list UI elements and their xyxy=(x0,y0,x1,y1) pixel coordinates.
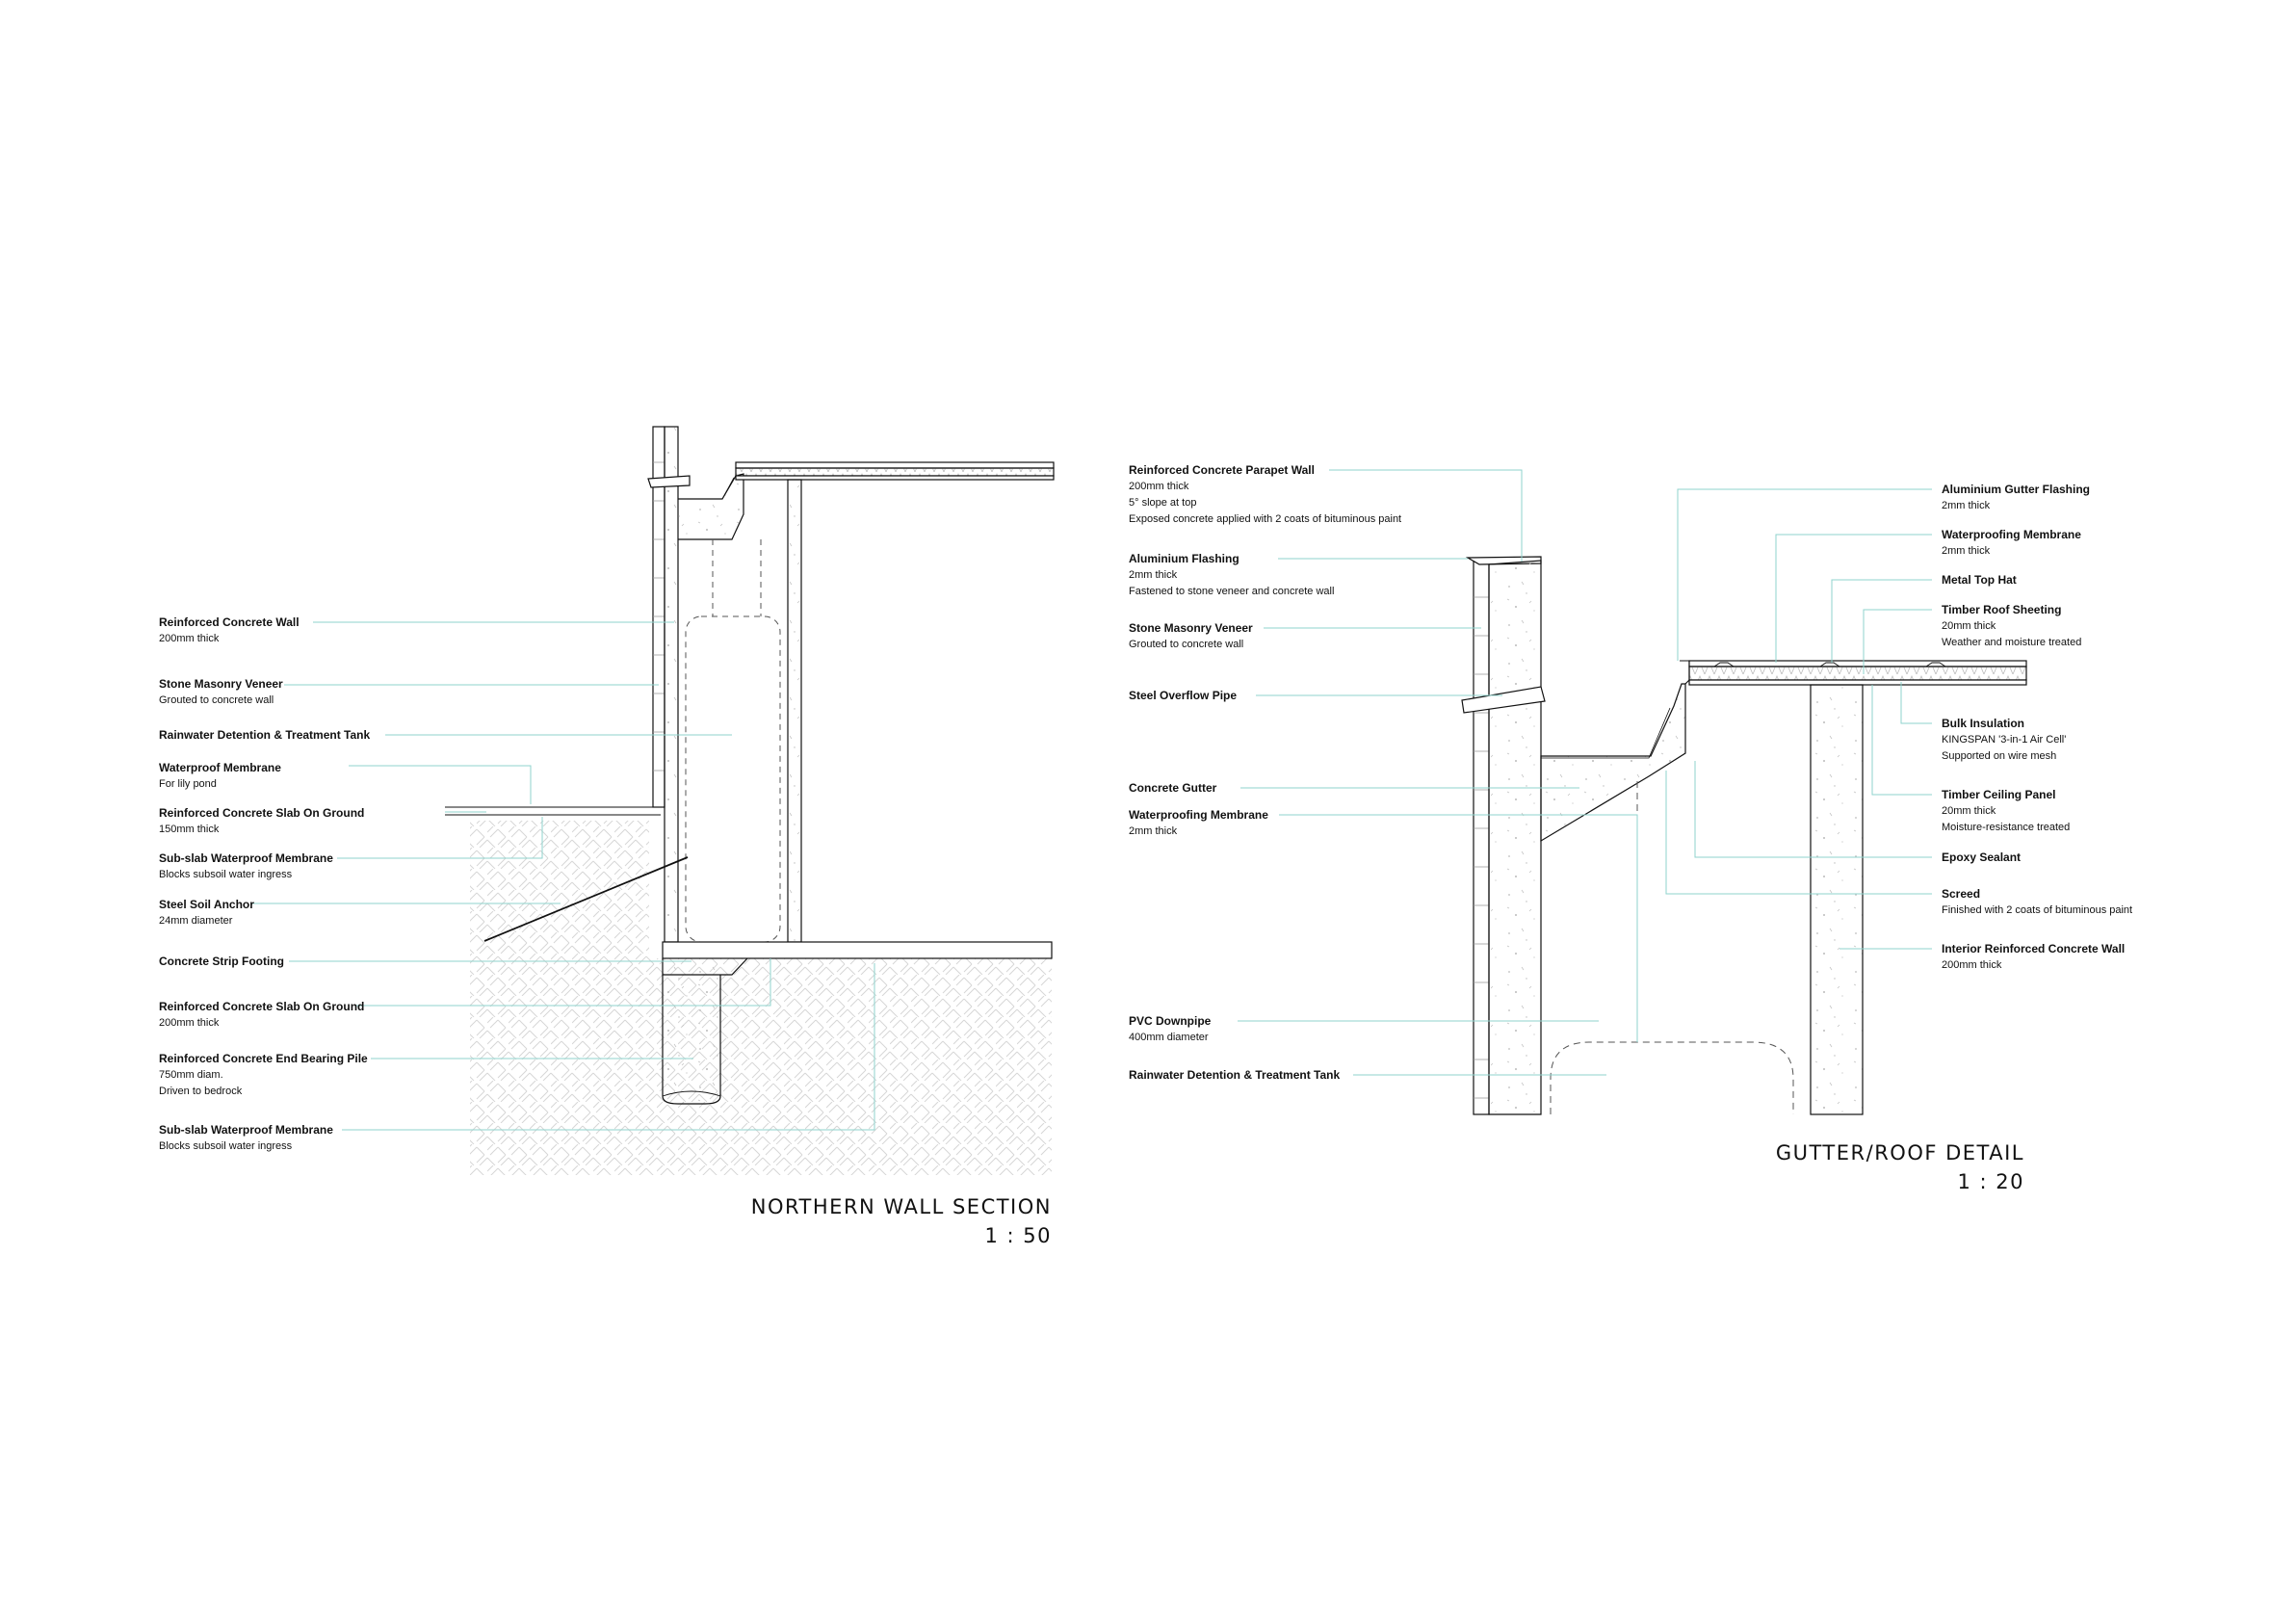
label-rainwater-tank: Rainwater Detention & Treatment Tank xyxy=(159,728,371,742)
label-reinforced-concrete-wall: Reinforced Concrete Wall 200mm thick xyxy=(159,615,300,644)
label-interior-concrete-wall: Interior Reinforced Concrete Wall 200mm … xyxy=(1942,942,2126,971)
label-gutter-rainwater-tank: Rainwater Detention & Treatment Tank xyxy=(1129,1068,1341,1082)
leader-lines xyxy=(250,469,1932,1131)
label-timber-ceiling-panel: Timber Ceiling Panel 20mm thick Moisture… xyxy=(1942,788,2071,833)
gutter-detail-title-block: GUTTER/ROOF DETAIL 1 : 20 xyxy=(1637,1138,2024,1196)
soil-hatch-left xyxy=(470,821,649,1175)
label-steel-overflow-pipe: Steel Overflow Pipe xyxy=(1129,689,1238,702)
label-steel-soil-anchor: Steel Soil Anchor 24mm diameter xyxy=(159,898,254,927)
label-sub-slab-membrane-1: Sub-slab Waterproof Membrane Blocks subs… xyxy=(159,851,333,880)
label-gutter-stone-veneer: Stone Masonry Veneer Grouted to concrete… xyxy=(1129,621,1253,650)
label-gutter-waterproofing-membrane: Waterproofing Membrane 2mm thick xyxy=(1129,808,1268,837)
label-bulk-insulation: Bulk Insulation KINGSPAN '3-in-1 Air Cel… xyxy=(1942,717,2067,762)
label-parapet-wall: Reinforced Concrete Parapet Wall 200mm t… xyxy=(1129,463,1402,525)
north-section-scale: 1 : 50 xyxy=(984,1224,1052,1247)
label-gutter-flashing: Aluminium Gutter Flashing 2mm thick xyxy=(1942,483,2091,511)
label-sub-slab-membrane-2: Sub-slab Waterproof Membrane Blocks subs… xyxy=(159,1123,333,1152)
gutter-detail-title: GUTTER/ROOF DETAIL xyxy=(1775,1141,2024,1164)
label-pvc-downpipe: PVC Downpipe 400mm diameter xyxy=(1129,1014,1212,1043)
gutter-detail-drawing xyxy=(1461,556,2027,1115)
label-epoxy-sealant: Epoxy Sealant xyxy=(1942,850,2022,864)
label-timber-roof-sheeting: Timber Roof Sheeting 20mm thick Weather … xyxy=(1942,603,2082,648)
label-end-bearing-pile: Reinforced Concrete End Bearing Pile 750… xyxy=(159,1052,368,1097)
north-section-title-block: NORTHERN WALL SECTION 1 : 50 xyxy=(674,1192,1052,1250)
label-slab-on-ground-200: Reinforced Concrete Slab On Ground 200mm… xyxy=(159,1000,365,1029)
label-screed: Screed Finished with 2 coats of bitumino… xyxy=(1942,887,2133,916)
label-metal-top-hat: Metal Top Hat xyxy=(1942,573,2017,587)
label-stone-masonry-veneer: Stone Masonry Veneer Grouted to concrete… xyxy=(159,677,283,706)
label-aluminium-flashing: Aluminium Flashing 2mm thick Fastened to… xyxy=(1129,552,1335,597)
label-concrete-gutter: Concrete Gutter xyxy=(1129,781,1217,795)
north-section-title: NORTHERN WALL SECTION xyxy=(750,1195,1052,1218)
north-section-drawing xyxy=(445,426,1055,1175)
gutter-detail-scale: 1 : 20 xyxy=(1957,1170,2024,1193)
label-slab-on-ground-150: Reinforced Concrete Slab On Ground 150mm… xyxy=(159,806,365,835)
label-roof-waterproofing-membrane: Waterproofing Membrane 2mm thick xyxy=(1942,528,2081,557)
label-concrete-strip-footing: Concrete Strip Footing xyxy=(159,955,284,968)
label-waterproof-membrane: Waterproof Membrane For lily pond xyxy=(159,761,281,790)
